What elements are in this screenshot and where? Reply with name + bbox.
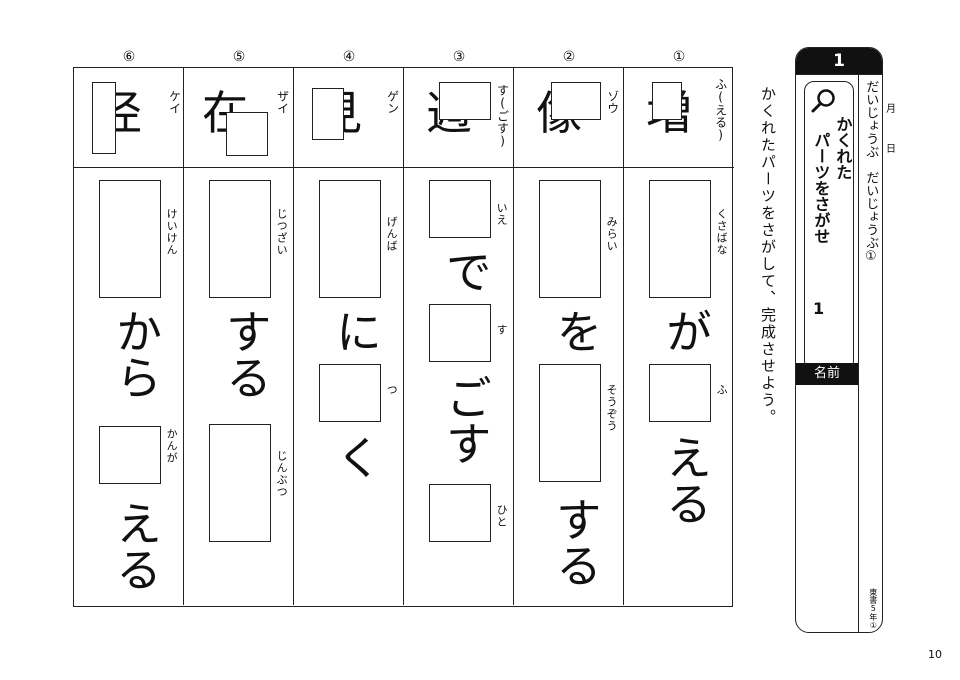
answer-box[interactable] <box>99 180 161 298</box>
kana-text: する <box>219 308 273 400</box>
hidden-part-box[interactable] <box>92 82 116 154</box>
answer-box[interactable] <box>209 180 271 298</box>
column-5: ⑤ 在 ザイ じつざい する じんぶつ <box>184 49 294 605</box>
column-number: ⑥ <box>122 49 136 65</box>
hidden-part-box[interactable] <box>312 88 344 140</box>
column-1: ① 増 ふ(える) くさばな が ふ える <box>624 49 734 605</box>
column-number: ① <box>672 49 686 65</box>
furigana: そうぞう <box>605 384 619 432</box>
hidden-part-box[interactable] <box>439 82 491 120</box>
hidden-part-box[interactable] <box>551 82 601 120</box>
instruction-text: かくれたパーツをさがして、完成させよう。 <box>759 86 777 426</box>
furigana: けいけん <box>165 208 179 256</box>
column-number: ③ <box>452 49 466 65</box>
furigana: ふ <box>715 384 729 396</box>
title-panel: 1 かくれた パーツをさがせ 1 名前 だいじょうぶ だいじょうぶ① 東書5年① <box>795 47 883 633</box>
magnifier-icon <box>811 89 835 113</box>
answer-box[interactable] <box>429 304 491 362</box>
day-label: 日 <box>886 144 896 155</box>
kana-text: が <box>659 308 713 354</box>
kanji-reading: ふ(える) <box>713 78 728 142</box>
answer-box[interactable] <box>99 426 161 484</box>
column-number: ② <box>562 49 576 65</box>
kanji-reading: ザイ <box>275 90 290 114</box>
kana-text: ごす <box>439 374 493 466</box>
answer-box[interactable] <box>429 484 491 542</box>
publisher-label: 東書5年① <box>868 588 878 630</box>
title-box: かくれた パーツをさがせ 1 <box>804 81 854 371</box>
furigana: す <box>495 324 509 336</box>
kana-text: く <box>329 434 383 480</box>
title-line-2: パーツをさがせ <box>811 132 831 244</box>
kana-text: に <box>329 308 383 354</box>
kana-text: で <box>439 248 493 294</box>
column-3: ③ 週 す(ごす) いえ で す ごす ひと <box>404 49 514 605</box>
furigana: じんぶつ <box>275 450 289 498</box>
title-line-1: かくれた <box>833 116 853 180</box>
column-6: ⑥ 径 ケイ けいけん から かんが える <box>74 49 184 605</box>
furigana: くさばな <box>715 208 729 256</box>
kanji-reading: ゲン <box>385 90 400 114</box>
column-2: ② 像 ゾウ みらい を そうぞう する <box>514 49 624 605</box>
kana-text: から <box>109 308 163 400</box>
month-label: 月 <box>886 104 896 115</box>
furigana: げんば <box>385 216 399 252</box>
furigana: いえ <box>495 202 509 226</box>
kana-text: する <box>549 496 603 588</box>
answer-box[interactable] <box>649 180 711 298</box>
column-number: ④ <box>342 49 356 65</box>
practice-grid: ⑥ 径 ケイ けいけん から かんが える ⑤ 在 ザイ じつざい する じんぶ… <box>73 49 734 607</box>
answer-box[interactable] <box>539 180 601 298</box>
furigana: じつざい <box>275 208 289 256</box>
kana-text: える <box>109 500 163 592</box>
furigana: ひと <box>495 504 509 528</box>
kanji-reading: ケイ <box>167 90 182 114</box>
furigana: つ <box>385 384 399 396</box>
column-number: ⑤ <box>232 49 246 65</box>
page-number: 10 <box>928 648 942 661</box>
hidden-part-box[interactable] <box>652 82 682 120</box>
answer-box[interactable] <box>319 180 381 298</box>
lesson-number: 1 <box>796 48 882 74</box>
answer-box[interactable] <box>539 364 601 482</box>
kanji-reading: す(ごす) <box>495 84 510 148</box>
side-text: だいじょうぶ だいじょうぶ① <box>863 80 879 264</box>
kana-text: を <box>549 308 603 354</box>
hidden-part-box[interactable] <box>226 112 268 156</box>
furigana: かんが <box>165 428 179 464</box>
title-number: 1 <box>813 299 825 318</box>
answer-box[interactable] <box>649 364 711 422</box>
name-label: 名前 <box>796 363 858 385</box>
kanji-reading: ゾウ <box>605 90 620 114</box>
answer-box[interactable] <box>319 364 381 422</box>
answer-box[interactable] <box>429 180 491 238</box>
answer-box[interactable] <box>209 424 271 542</box>
kana-text: える <box>659 434 713 526</box>
column-4: ④ 見 ゲン げんば に つ く <box>294 49 404 605</box>
furigana: みらい <box>605 216 619 252</box>
